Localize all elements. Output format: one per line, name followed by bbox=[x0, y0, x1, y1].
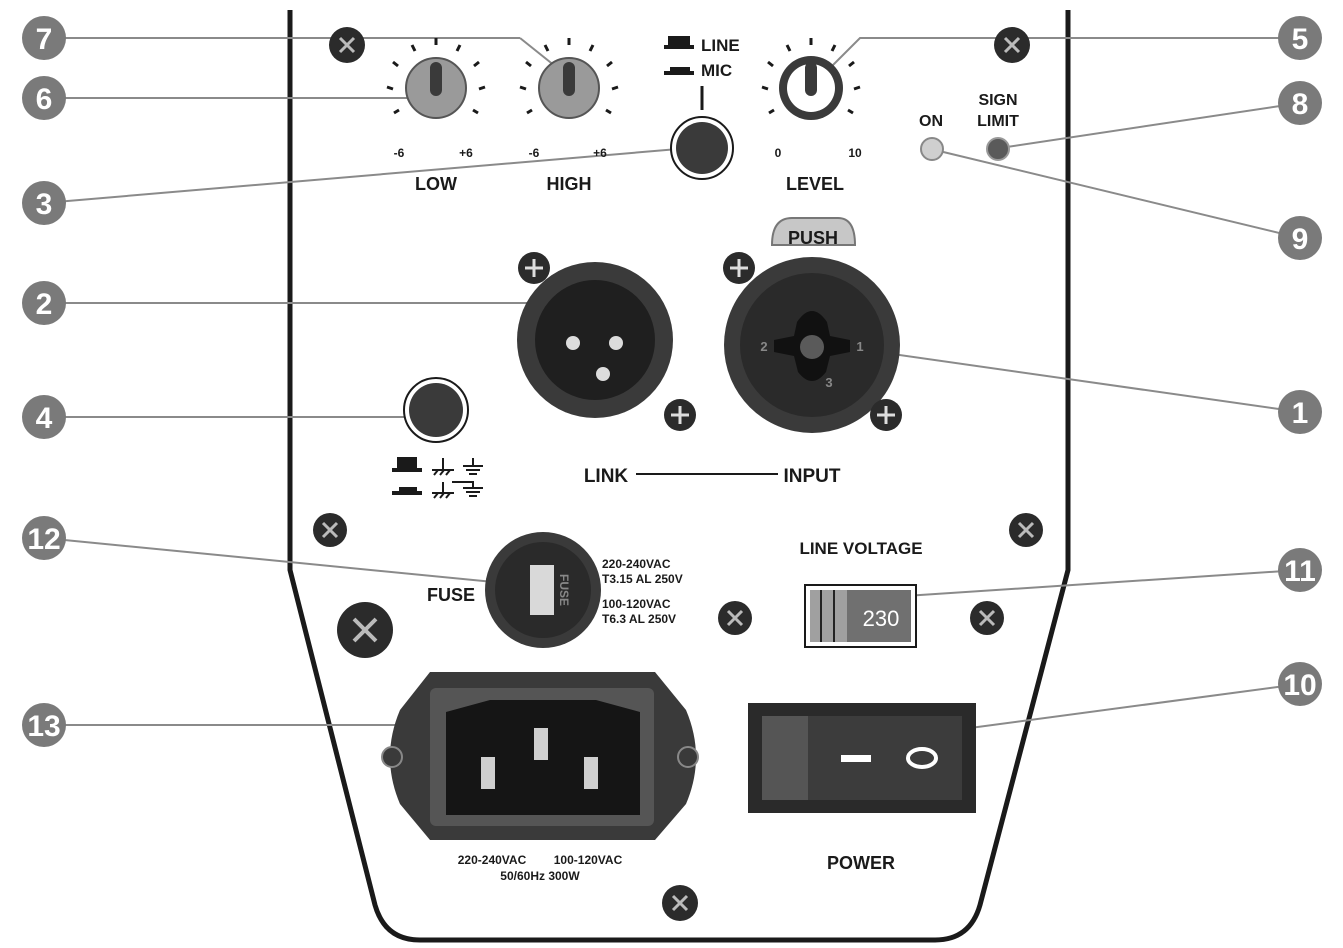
line-voltage-selector[interactable] bbox=[804, 584, 917, 648]
mic-switch-icon bbox=[670, 67, 690, 72]
callout-3: 3 bbox=[22, 181, 66, 225]
ground-lift-icon bbox=[392, 457, 483, 499]
link-label: LINK bbox=[584, 466, 629, 487]
screw-plus bbox=[518, 252, 550, 284]
screw bbox=[970, 601, 1004, 635]
callout-lines bbox=[43, 37, 1301, 733]
line-voltage-label: LINE VOLTAGE bbox=[799, 539, 922, 558]
power-spec-high-voltage: 220-240VAC bbox=[458, 853, 527, 867]
callout-7: 7 bbox=[22, 16, 66, 60]
level-max-label: 10 bbox=[848, 146, 862, 160]
low-label: LOW bbox=[415, 174, 457, 194]
sign-label: SIGN bbox=[978, 92, 1017, 109]
svg-text:4: 4 bbox=[36, 402, 53, 435]
power-spec-low-voltage: 100-120VAC bbox=[554, 853, 623, 867]
svg-text:10: 10 bbox=[1283, 669, 1316, 702]
callout-11: 11 bbox=[1278, 548, 1322, 592]
callout-4: 4 bbox=[22, 395, 66, 439]
line-mic-button[interactable] bbox=[670, 116, 734, 180]
line-switch-icon bbox=[668, 36, 690, 46]
level-label: LEVEL bbox=[786, 174, 844, 194]
fuse-spec-high-voltage: 220-240VAC bbox=[602, 557, 671, 571]
pin-2-label: 2 bbox=[760, 339, 767, 354]
svg-text:8: 8 bbox=[1292, 88, 1309, 121]
input-label: INPUT bbox=[784, 466, 841, 487]
high-max-label: +6 bbox=[593, 146, 607, 160]
svg-text:3: 3 bbox=[36, 188, 53, 221]
fuse-holder-text: FUSE bbox=[557, 574, 571, 606]
callout-10: 10 bbox=[1278, 662, 1322, 706]
callout-12: 12 bbox=[22, 516, 66, 560]
level-knob[interactable] bbox=[761, 38, 861, 120]
svg-text:6: 6 bbox=[36, 83, 53, 116]
low-max-label: +6 bbox=[459, 146, 473, 160]
svg-text:2: 2 bbox=[36, 288, 53, 321]
fuse-holder[interactable] bbox=[485, 532, 601, 648]
svg-text:12: 12 bbox=[27, 523, 60, 556]
low-min-label: -6 bbox=[394, 146, 405, 160]
screw-plus bbox=[664, 399, 696, 431]
power-switch[interactable] bbox=[748, 703, 976, 813]
callout-1: 1 bbox=[1278, 390, 1322, 434]
callout-9: 9 bbox=[1278, 216, 1322, 260]
screw bbox=[662, 885, 698, 921]
iec-power-inlet[interactable] bbox=[381, 672, 699, 840]
callout-2: 2 bbox=[22, 281, 66, 325]
callout-13: 13 bbox=[22, 703, 66, 747]
high-min-label: -6 bbox=[529, 146, 540, 160]
fuse-label: FUSE bbox=[427, 585, 475, 605]
ground-lift-button[interactable] bbox=[403, 377, 469, 443]
callout-5: 5 bbox=[1278, 16, 1322, 60]
combo-input-connector[interactable] bbox=[724, 217, 900, 433]
power-label: POWER bbox=[827, 853, 895, 873]
sign-limit-led-indicator bbox=[986, 137, 1010, 161]
on-label: ON bbox=[919, 113, 943, 130]
pin-3-label: 3 bbox=[825, 375, 832, 390]
screw bbox=[1009, 513, 1043, 547]
callout-6: 6 bbox=[22, 76, 66, 120]
line-voltage-value: 230 bbox=[863, 606, 900, 631]
svg-text:5: 5 bbox=[1292, 23, 1309, 56]
screw-plus bbox=[870, 399, 902, 431]
level-min-label: 0 bbox=[775, 146, 782, 160]
svg-text:1: 1 bbox=[1292, 397, 1309, 430]
screw bbox=[994, 27, 1030, 63]
mic-label: MIC bbox=[701, 61, 732, 80]
line-label: LINE bbox=[701, 36, 740, 55]
low-eq-knob[interactable] bbox=[386, 38, 486, 119]
pin-1-label: 1 bbox=[856, 339, 863, 354]
svg-text:13: 13 bbox=[27, 710, 60, 743]
svg-text:7: 7 bbox=[36, 23, 53, 56]
svg-text:11: 11 bbox=[1284, 555, 1316, 588]
fuse-spec-low-rating: T6.3 AL 250V bbox=[602, 612, 676, 626]
screw bbox=[718, 601, 752, 635]
screw bbox=[313, 513, 347, 547]
power-spec-rating: 50/60Hz 300W bbox=[500, 869, 580, 883]
screw bbox=[337, 602, 393, 658]
callout-8: 8 bbox=[1278, 81, 1322, 125]
push-label: PUSH bbox=[788, 228, 838, 248]
screw-plus bbox=[723, 252, 755, 284]
limit-label: LIMIT bbox=[977, 113, 1019, 130]
screw bbox=[329, 27, 365, 63]
fuse-spec-high-rating: T3.15 AL 250V bbox=[602, 572, 683, 586]
fuse-spec-low-voltage: 100-120VAC bbox=[602, 597, 671, 611]
svg-text:9: 9 bbox=[1292, 223, 1309, 256]
high-label: HIGH bbox=[547, 174, 592, 194]
panel-outline bbox=[287, 10, 1071, 943]
high-eq-knob[interactable] bbox=[519, 38, 619, 119]
on-led-indicator bbox=[920, 137, 944, 161]
xlr-link-output[interactable] bbox=[517, 262, 673, 418]
